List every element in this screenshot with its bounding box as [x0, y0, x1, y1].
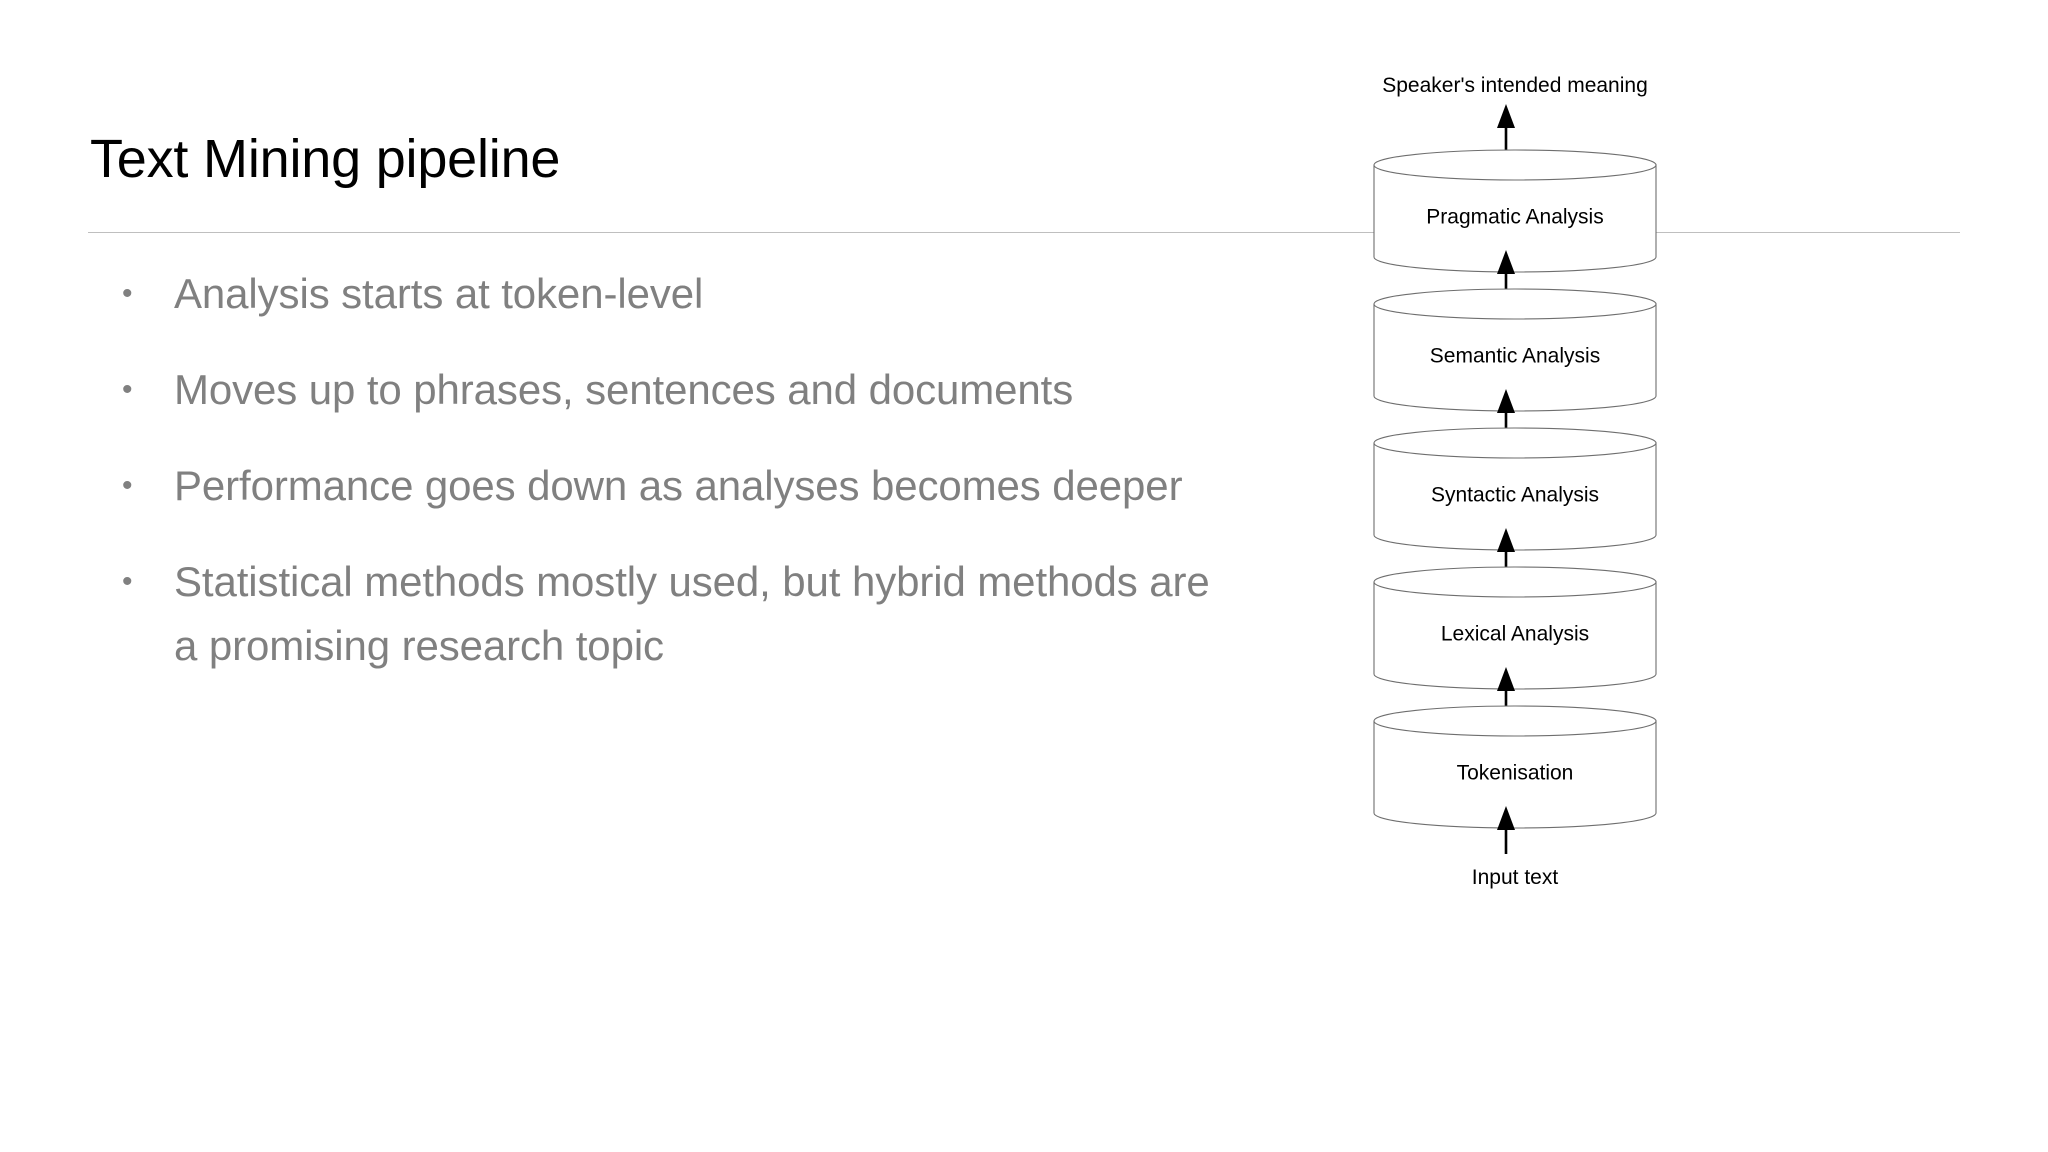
- bullet-text: Moves up to phrases, sentences and docum…: [174, 366, 1074, 413]
- bullet-marker-icon: •: [122, 469, 133, 502]
- pipeline-stage-label: Tokenisation: [1457, 762, 1574, 785]
- bullet-text: Statistical methods mostly used, but hyb…: [174, 558, 1210, 669]
- pipeline-stage-semantic[interactable]: Semantic Analysis: [1373, 288, 1657, 412]
- bullet-text: Analysis starts at token-level: [174, 270, 704, 317]
- bullet-text: Performance goes down as analyses become…: [174, 462, 1183, 509]
- arrow-to-output-icon: [1495, 102, 1517, 154]
- list-item: • Moves up to phrases, sentences and doc…: [118, 358, 1248, 422]
- list-item: • Performance goes down as analyses beco…: [118, 454, 1248, 518]
- list-item: • Analysis starts at token-level: [118, 262, 1248, 326]
- pipeline-bottom-label: Input text: [1472, 866, 1559, 889]
- bullet-marker-icon: •: [122, 277, 133, 310]
- pipeline-stage-label: Syntactic Analysis: [1431, 484, 1599, 507]
- pipeline-diagram: Speaker's intended meaning Pragmatic Ana…: [1280, 60, 1750, 1120]
- pipeline-stage-label: Semantic Analysis: [1430, 345, 1600, 368]
- pipeline-stage-pragmatic[interactable]: Pragmatic Analysis: [1373, 149, 1657, 273]
- pipeline-top-label: Speaker's intended meaning: [1382, 74, 1648, 97]
- pipeline-stage-label: Lexical Analysis: [1441, 623, 1589, 646]
- pipeline-stage-lexical[interactable]: Lexical Analysis: [1373, 566, 1657, 690]
- list-item: • Statistical methods mostly used, but h…: [118, 550, 1248, 678]
- title-divider: [88, 232, 1960, 233]
- bullet-marker-icon: •: [122, 565, 133, 598]
- pipeline-stage-label: Pragmatic Analysis: [1426, 206, 1603, 229]
- pipeline-stage-tokenisation[interactable]: Tokenisation: [1373, 705, 1657, 829]
- page-title: Text Mining pipeline: [90, 129, 561, 189]
- pipeline-stage-syntactic[interactable]: Syntactic Analysis: [1373, 427, 1657, 551]
- bullet-list: • Analysis starts at token-level • Moves…: [118, 262, 1248, 710]
- bullet-marker-icon: •: [122, 373, 133, 406]
